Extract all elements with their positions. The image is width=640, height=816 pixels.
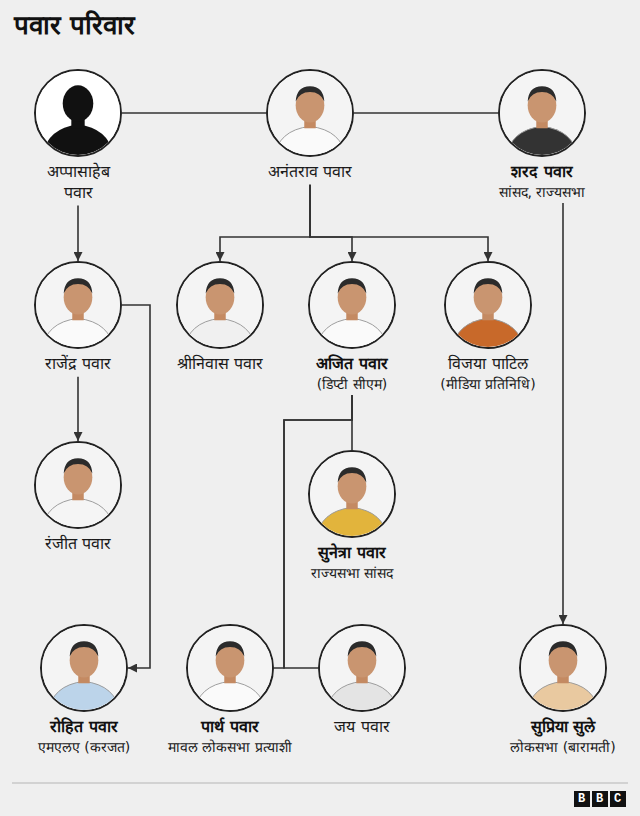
person-name: जय पवार <box>317 717 407 738</box>
title: पवार परिवार <box>14 6 135 42</box>
portrait <box>178 263 262 347</box>
relation-line <box>310 185 352 261</box>
family-member: सुप्रिया सुलेलोकसभा (बारामती) <box>506 624 619 756</box>
portrait <box>320 626 404 710</box>
person-name: रंजीत पवार <box>33 534 123 555</box>
portrait-circle <box>308 450 396 538</box>
person-role: (मीडिया प्रतिनिधि) <box>440 375 535 393</box>
family-member: अनंतराव पवार <box>261 69 359 183</box>
portrait <box>36 71 120 155</box>
person-name: शरद पवार <box>498 162 586 183</box>
person-name: अनंतराव पवार <box>265 162 355 183</box>
portrait-circle <box>444 261 532 349</box>
person-name: राजेंद्र पवार <box>33 354 123 375</box>
portrait-circle <box>266 69 354 157</box>
portrait-circle <box>498 69 586 157</box>
portrait <box>268 71 352 155</box>
portrait <box>310 452 394 536</box>
portrait <box>446 263 530 347</box>
person-role: राज्यसभा सांसद <box>308 564 396 582</box>
relation-line <box>77 206 79 261</box>
relation-line <box>122 112 266 114</box>
portrait-circle <box>519 624 607 712</box>
family-member: सुनेत्रा पवारराज्यसभा सांसद <box>304 450 400 582</box>
person-role: लोकसभा (बारामती) <box>510 738 615 756</box>
portrait-circle <box>176 261 264 349</box>
relation-line <box>220 185 310 261</box>
family-member: रोहित पवारएमएलए (करजत) <box>34 624 134 756</box>
portrait-circle <box>34 261 122 349</box>
portrait <box>36 443 120 527</box>
relation-line <box>77 377 79 441</box>
family-member: शरद पवारसांसद, राज्यसभा <box>494 69 590 201</box>
family-member: रंजीत पवार <box>29 441 127 555</box>
portrait <box>36 263 120 347</box>
portrait-circle <box>186 624 274 712</box>
logo-text: BBC <box>578 791 632 807</box>
relation-line <box>354 112 498 114</box>
person-name: विजया पाटिल <box>440 354 535 375</box>
person-name: सुनेत्रा पवार <box>308 543 396 564</box>
family-member: श्रीनिवास पवार <box>171 261 269 375</box>
person-name: सुप्रिया सुले <box>510 717 615 738</box>
person-name: रोहित पवार <box>38 717 130 738</box>
person-name: अप्पासाहेब पवार <box>33 162 123 204</box>
person-role: सांसद, राज्यसभा <box>498 183 586 201</box>
family-member: विजया पाटिल(मीडिया प्रतिनिधि) <box>436 261 539 393</box>
family-member: जय पवार <box>313 624 411 738</box>
portrait-circle <box>34 69 122 157</box>
portrait <box>188 626 272 710</box>
portrait <box>521 626 605 710</box>
portrait <box>42 626 126 710</box>
family-member: राजेंद्र पवार <box>29 261 127 375</box>
portrait-circle <box>40 624 128 712</box>
family-member: अप्पासाहेब पवार <box>29 69 127 204</box>
person-name: पार्थ पवार <box>168 717 292 738</box>
person-role: (डिप्टी सीएम) <box>308 375 396 393</box>
portrait <box>500 71 584 155</box>
person-role: मावल लोकसभा प्रत्याशी <box>168 738 292 756</box>
person-name: अजित पवार <box>308 354 396 375</box>
family-member: पार्थ पवारमावल लोकसभा प्रत्याशी <box>164 624 296 756</box>
portrait-circle <box>318 624 406 712</box>
relation-line <box>310 185 488 261</box>
relation-line <box>562 203 564 624</box>
person-role: एमएलए (करजत) <box>38 738 130 756</box>
portrait-circle <box>308 261 396 349</box>
relation-line <box>122 305 150 668</box>
person-name: श्रीनिवास पवार <box>175 354 265 375</box>
portrait <box>310 263 394 347</box>
footer-rule <box>12 783 628 784</box>
family-member: अजित पवार(डिप्टी सीएम) <box>304 261 400 393</box>
portrait-circle <box>34 441 122 529</box>
